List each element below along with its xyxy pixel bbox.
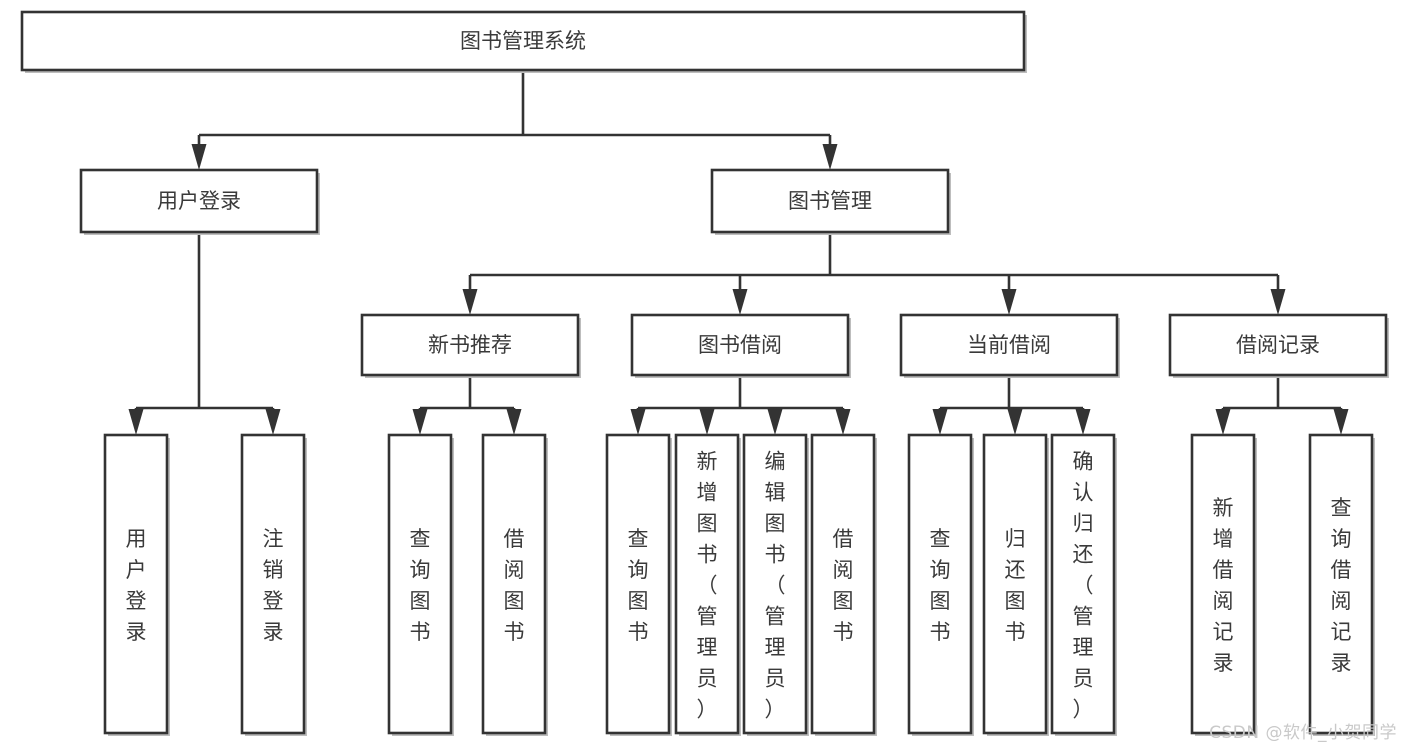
node-borrow-record[interactable]: 借阅记录 bbox=[1168, 313, 1389, 378]
node-label-leaf-logout: 注销登录 bbox=[263, 527, 284, 644]
node-label-leaf-add-record: 新增借阅记录 bbox=[1213, 496, 1234, 675]
node-label-leaf-return-book: 归还图书 bbox=[1005, 527, 1026, 644]
node-leaf-query-book-rec[interactable]: 查询图书 bbox=[387, 433, 454, 736]
node-book-borrow[interactable]: 图书借阅 bbox=[630, 313, 851, 378]
node-box-leaf-logout[interactable] bbox=[240, 433, 306, 735]
node-label-leaf-confirm-return: 确认归还（管理员） bbox=[1073, 450, 1094, 722]
node-box-leaf-user-login[interactable] bbox=[103, 433, 169, 735]
node-book-manage[interactable]: 图书管理 bbox=[710, 168, 951, 235]
node-label-book-manage: 图书管理 bbox=[788, 189, 872, 213]
node-label-leaf-edit-book: 编辑图书（管理员） bbox=[765, 450, 786, 722]
node-box-book-borrow[interactable] bbox=[630, 313, 850, 377]
node-leaf-return-book[interactable]: 归还图书 bbox=[982, 433, 1049, 736]
node-leaf-query-book-cur[interactable]: 查询图书 bbox=[907, 433, 974, 736]
node-box-leaf-confirm-return[interactable] bbox=[1050, 433, 1116, 735]
node-label-leaf-add-book: 新增图书（管理员） bbox=[697, 450, 718, 722]
node-box-current-borrow[interactable] bbox=[899, 313, 1119, 377]
node-leaf-add-book[interactable]: 新增图书（管理员） bbox=[674, 433, 741, 736]
node-label-leaf-user-login: 用户登录 bbox=[126, 527, 147, 644]
node-box-leaf-add-record[interactable] bbox=[1190, 433, 1256, 735]
node-label-user-login: 用户登录 bbox=[157, 189, 241, 213]
node-leaf-confirm-return[interactable]: 确认归还（管理员） bbox=[1050, 433, 1117, 736]
node-box-leaf-query-book-borrow[interactable] bbox=[605, 433, 671, 735]
node-label-root: 图书管理系统 bbox=[460, 29, 586, 53]
node-label-leaf-query-book-borrow: 查询图书 bbox=[628, 527, 649, 644]
node-label-borrow-record: 借阅记录 bbox=[1236, 333, 1320, 357]
node-leaf-add-record[interactable]: 新增借阅记录 bbox=[1190, 433, 1257, 736]
node-box-leaf-borrow-book[interactable] bbox=[810, 433, 876, 735]
node-box-leaf-query-book-rec[interactable] bbox=[387, 433, 453, 735]
node-label-current-borrow: 当前借阅 bbox=[967, 333, 1051, 357]
nodes-layer: 图书管理系统用户登录图书管理新书推荐图书借阅当前借阅借阅记录用户登录注销登录查询… bbox=[20, 10, 1389, 736]
node-leaf-borrow-book[interactable]: 借阅图书 bbox=[810, 433, 877, 736]
node-leaf-borrow-book-rec[interactable]: 借阅图书 bbox=[481, 433, 548, 736]
node-label-leaf-borrow-book: 借阅图书 bbox=[833, 527, 854, 644]
node-label-leaf-query-book-rec: 查询图书 bbox=[410, 527, 431, 644]
node-user-login[interactable]: 用户登录 bbox=[79, 168, 320, 235]
node-label-new-book-recommend: 新书推荐 bbox=[428, 333, 512, 357]
node-label-leaf-query-book-cur: 查询图书 bbox=[930, 527, 951, 644]
node-leaf-user-login[interactable]: 用户登录 bbox=[103, 433, 170, 736]
node-box-leaf-return-book[interactable] bbox=[982, 433, 1048, 735]
edges-layer bbox=[128, 70, 1349, 435]
node-leaf-query-book-borrow[interactable]: 查询图书 bbox=[605, 433, 672, 736]
node-root[interactable]: 图书管理系统 bbox=[20, 10, 1027, 73]
node-box-leaf-edit-book[interactable] bbox=[742, 433, 808, 735]
node-current-borrow[interactable]: 当前借阅 bbox=[899, 313, 1120, 378]
node-leaf-edit-book[interactable]: 编辑图书（管理员） bbox=[742, 433, 809, 736]
node-label-book-borrow: 图书借阅 bbox=[698, 333, 782, 357]
node-label-leaf-query-record: 查询借阅记录 bbox=[1331, 496, 1352, 675]
node-box-borrow-record[interactable] bbox=[1168, 313, 1388, 377]
node-label-leaf-borrow-book-rec: 借阅图书 bbox=[504, 527, 525, 644]
node-box-root[interactable] bbox=[20, 10, 1026, 72]
node-box-leaf-query-record[interactable] bbox=[1308, 433, 1374, 735]
node-box-book-manage[interactable] bbox=[710, 168, 950, 234]
node-box-leaf-borrow-book-rec[interactable] bbox=[481, 433, 547, 735]
node-box-new-book-recommend[interactable] bbox=[360, 313, 580, 377]
node-leaf-logout[interactable]: 注销登录 bbox=[240, 433, 307, 736]
node-box-user-login[interactable] bbox=[79, 168, 319, 234]
node-box-leaf-add-book[interactable] bbox=[674, 433, 740, 735]
node-new-book-recommend[interactable]: 新书推荐 bbox=[360, 313, 581, 378]
node-box-leaf-query-book-cur[interactable] bbox=[907, 433, 973, 735]
node-leaf-query-record[interactable]: 查询借阅记录 bbox=[1308, 433, 1375, 736]
